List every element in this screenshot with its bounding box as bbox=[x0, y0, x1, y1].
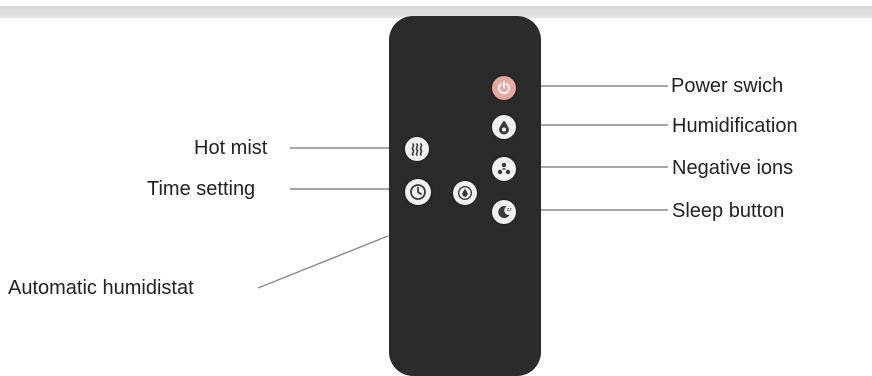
power-icon bbox=[496, 80, 512, 96]
humidification-label: Humidification bbox=[672, 115, 798, 137]
time-setting-label: Time setting bbox=[147, 178, 256, 200]
hot-mist-button[interactable] bbox=[405, 137, 429, 161]
negative-ions-button[interactable] bbox=[492, 157, 516, 181]
top-divider-bar bbox=[0, 6, 872, 18]
clock-icon bbox=[409, 183, 427, 201]
time-setting-button[interactable] bbox=[405, 179, 431, 205]
power-button[interactable] bbox=[492, 76, 516, 100]
sleep-button-label: Sleep button bbox=[672, 200, 785, 222]
negative-ions-icon bbox=[496, 161, 512, 177]
water-drop-icon bbox=[496, 119, 512, 135]
hot-mist-icon bbox=[409, 141, 425, 157]
automatic-humidistat-label: Automatic humidistat bbox=[8, 277, 194, 299]
power-switch-label: Power swich bbox=[671, 75, 784, 97]
svg-text:zz: zz bbox=[507, 207, 513, 213]
hot-mist-label: Hot mist bbox=[194, 137, 268, 159]
negative-ions-label: Negative ions bbox=[672, 157, 794, 179]
humidistat-icon bbox=[457, 185, 473, 201]
moon-icon: zz bbox=[496, 204, 512, 220]
remote-control: zz bbox=[389, 16, 541, 376]
sleep-button[interactable]: zz bbox=[492, 200, 516, 224]
humidification-button[interactable] bbox=[492, 115, 516, 139]
auto-humidistat-button[interactable] bbox=[453, 181, 477, 205]
auto-humidistat-callout-line bbox=[257, 235, 389, 289]
